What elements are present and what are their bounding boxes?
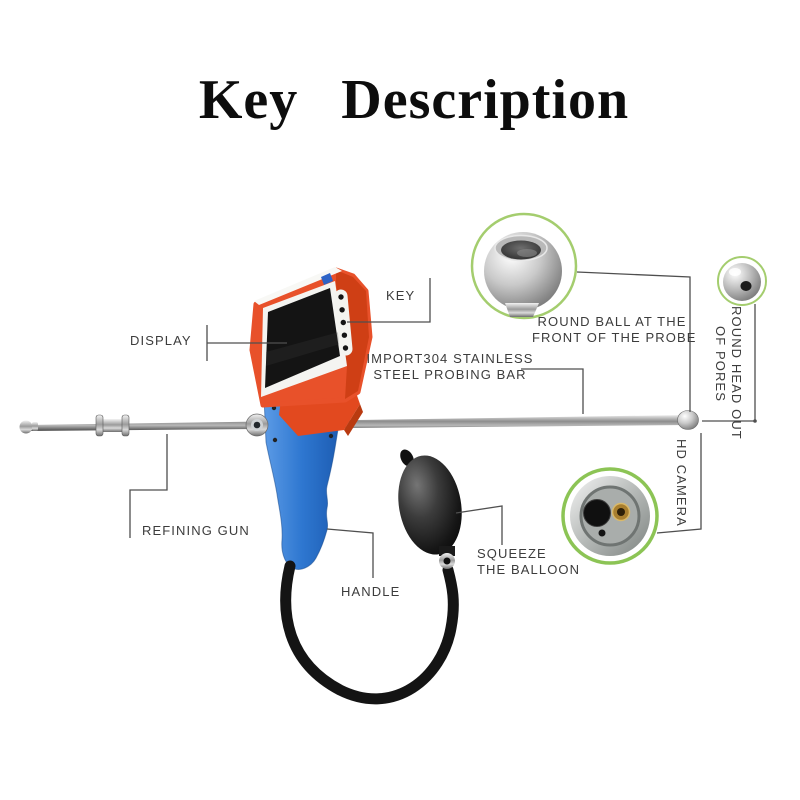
round-head-label: ROUND HEAD OUT OF PORES [712, 306, 744, 440]
squeeze-balloon-label-line1: SQUEEZE [477, 546, 547, 561]
squeeze-balloon-label: SQUEEZE THE BALLOON [477, 546, 580, 577]
bulb-valve-hole [443, 557, 451, 565]
mount-bracket-shade [344, 404, 363, 436]
probing-bar-label-line2: STEEL PROBING BAR [373, 367, 527, 382]
refining-gun-leader [129, 434, 168, 538]
probing-bar-label-line1: IMPORT304 STAINLESS [366, 351, 534, 366]
round-ball-inset [470, 212, 578, 320]
probe-ball-tip [677, 410, 699, 430]
hd-camera-leader [656, 433, 702, 534]
rod-spool-bar [101, 419, 125, 432]
round-head-inset [717, 256, 767, 306]
rod-left-knob [19, 420, 33, 434]
rod-spool-flange-right [121, 414, 130, 437]
round-head-label-line1: ROUND HEAD OUT [729, 306, 744, 440]
camera-inset [561, 467, 659, 565]
monitor-screen-reflection [266, 332, 340, 366]
air-tube [280, 560, 459, 705]
rod-spool-flange-left [95, 414, 104, 437]
probing-bar-label: IMPORT304 STAINLESS STEEL PROBING BAR [366, 351, 534, 383]
handle-label: HANDLE [341, 584, 401, 599]
key-button-dot [338, 294, 344, 300]
key-label: KEY [386, 288, 416, 303]
probing-bar-leader [521, 368, 584, 414]
screw-dot [328, 433, 334, 439]
page-title: Key Description [198, 69, 630, 131]
monitor-screen [265, 288, 340, 388]
screw-dot [272, 437, 278, 443]
display-leader [206, 325, 287, 361]
key-button-dot [339, 307, 345, 313]
squeeze-leader [455, 505, 503, 545]
gun-body [263, 390, 341, 570]
round-head-label-line2: OF PORES [713, 326, 728, 402]
round-ball-leader [576, 271, 691, 412]
probing-bar [28, 415, 689, 431]
rod-left-collar [32, 422, 38, 431]
hd-camera-label: HD CAMERA [674, 439, 689, 527]
refining-gun-label: REFINING GUN [142, 523, 250, 538]
round-head-leader-dot [753, 419, 757, 423]
round-ball-label-line1: ROUND BALL AT THE [537, 314, 687, 329]
rod-ferrule-hole [253, 421, 261, 429]
key-button-dot [342, 345, 349, 351]
monitor-blue-tab [321, 273, 333, 285]
squeeze-bulb [398, 455, 462, 555]
key-button-dot [340, 319, 346, 326]
handle-leader [326, 528, 374, 578]
key-leader [347, 278, 431, 323]
bulb-valve-stem [439, 546, 455, 556]
key-button-dot [341, 332, 348, 338]
round-ball-label: ROUND BALL AT THE FRONT OF THE PROBE [532, 314, 697, 346]
squeeze-balloon-label-line2: THE BALLOON [477, 561, 581, 577]
round-ball-label-line2: FRONT OF THE PROBE [532, 330, 697, 345]
display-label: DISPLAY [130, 333, 192, 348]
monitor-top-stripe [254, 267, 342, 305]
